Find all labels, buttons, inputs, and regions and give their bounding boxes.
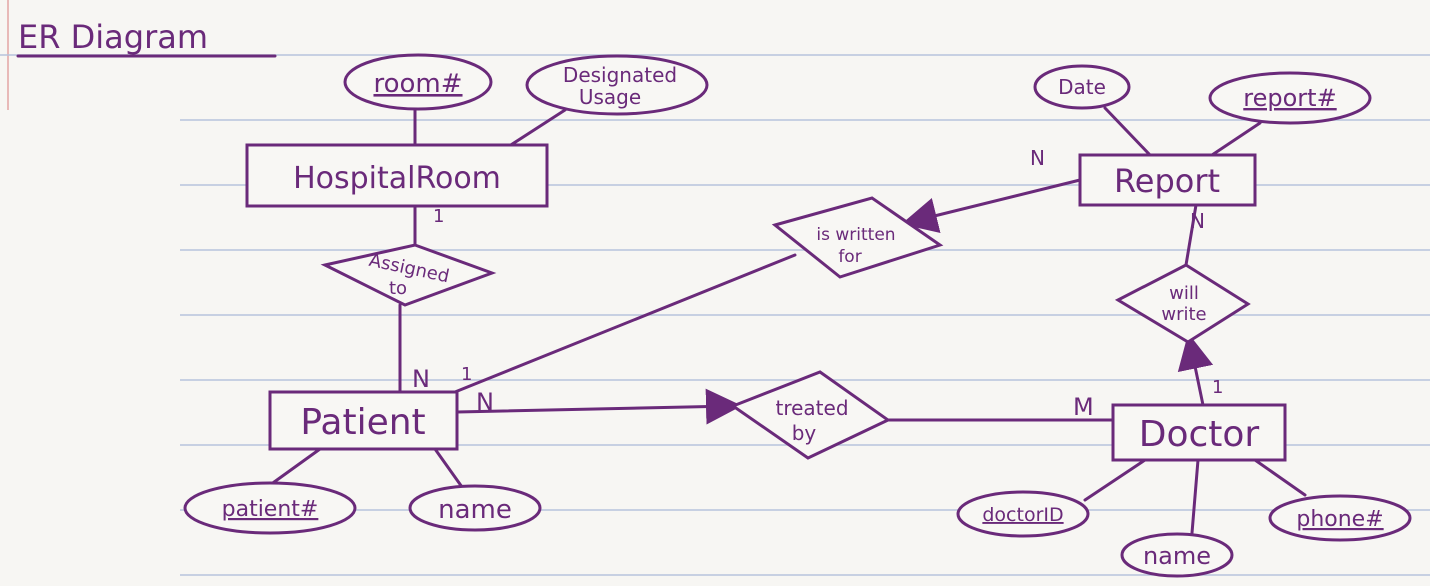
relationship-assigned-to-line2: to <box>389 278 407 299</box>
attribute-report-number-label: report# <box>1243 84 1336 112</box>
relationship-treated-by: treated by <box>729 370 891 460</box>
cardinality-report-written-for: N <box>1030 146 1045 170</box>
entity-report: Report <box>1078 153 1257 207</box>
relationship-is-written-for-line2: for <box>838 247 861 267</box>
connector-patient-patientno <box>268 447 322 487</box>
attribute-patient-name-label: name <box>438 495 512 525</box>
relationship-treated-by-line2: by <box>792 421 817 445</box>
cardinality-patient-assigned: N <box>412 365 430 393</box>
connector-patient-treated <box>455 388 742 425</box>
connector-date-report <box>1103 106 1152 157</box>
attribute-patient-number-label: patient# <box>222 497 319 522</box>
cardinality-patient-written-for: 1 <box>461 364 472 385</box>
attribute-phone-number: phone# <box>1268 494 1412 542</box>
connector-doctor-phone <box>1253 458 1307 497</box>
connector-patient-writtenfor <box>453 253 797 394</box>
relationship-treated-by-line1: treated <box>775 396 848 420</box>
relationship-is-written-for: is written for <box>771 196 944 279</box>
cardinality-patient-treated: N <box>476 388 494 416</box>
connector-doctor-name <box>1190 458 1200 535</box>
entity-patient: Patient <box>268 390 459 451</box>
entity-patient-label: Patient <box>300 402 425 443</box>
entity-hospital-room-label: HospitalRoom <box>293 161 501 196</box>
attribute-doctor-name-label: name <box>1143 542 1211 570</box>
cardinality-labels: 1 N 1 N N 1 N M <box>412 146 1223 421</box>
cardinality-doctor-will-write: 1 <box>1212 377 1223 398</box>
connector-reportno-report <box>1210 121 1262 157</box>
relationship-will-write-line2: write <box>1161 304 1206 325</box>
attribute-patient-name: name <box>408 484 542 532</box>
attribute-designated-usage-line2: Usage <box>579 85 641 109</box>
relationship-assigned-to: Assigned to <box>320 243 497 307</box>
entity-hospital-room: HospitalRoom <box>245 143 549 208</box>
connector-doctor-doctorid <box>1083 456 1150 502</box>
attribute-date-label: Date <box>1058 75 1106 99</box>
connector-doctor-willwrite <box>1177 333 1214 407</box>
cardinality-doctor-treated: M <box>1073 393 1094 421</box>
relationship-will-write-line1: will <box>1169 283 1199 304</box>
cardinality-room-assigned: 1 <box>433 206 444 227</box>
connectors <box>268 106 1307 535</box>
attribute-doctor-name: name <box>1120 532 1234 578</box>
attribute-doctor-id-label: doctorID <box>982 504 1063 526</box>
entity-report-label: Report <box>1114 162 1220 200</box>
entity-doctor-label: Doctor <box>1139 414 1260 455</box>
connector-patient-name <box>433 447 464 489</box>
attribute-phone-number-label: phone# <box>1296 507 1383 532</box>
attribute-date: Date <box>1033 64 1131 110</box>
relationship-will-write: will write <box>1114 263 1251 344</box>
attribute-designated-usage: Designated Usage <box>525 54 709 116</box>
attribute-doctor-id: doctorID <box>956 490 1090 538</box>
entity-doctor: Doctor <box>1111 403 1287 462</box>
relationship-is-written-for-line1: is written <box>816 225 895 245</box>
attribute-room-number-label: room# <box>373 69 462 99</box>
attribute-designated-usage-line1: Designated <box>563 63 677 87</box>
page-title: ER Diagram <box>18 18 208 56</box>
attribute-report-number: report# <box>1208 71 1372 125</box>
attribute-room-number: room# <box>343 53 493 111</box>
connector-report-willwrite <box>1184 203 1198 267</box>
cardinality-report-will-write: N <box>1190 209 1205 233</box>
connector-report-writtenfor <box>901 178 1082 233</box>
attribute-patient-number: patient# <box>183 481 357 535</box>
